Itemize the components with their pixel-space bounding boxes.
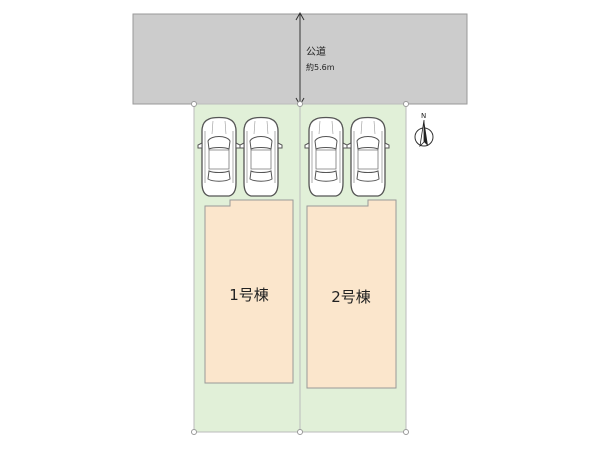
road-label: 公道 (306, 45, 326, 58)
building-2-label: 2号棟 (331, 288, 371, 306)
north-label: N (421, 112, 426, 120)
road-width-text: 約5.6m (306, 62, 335, 72)
car-icon (239, 116, 283, 197)
boundary-markers (191, 101, 409, 435)
car-icon (304, 116, 348, 197)
building-2 (306, 199, 397, 389)
car-icon (346, 116, 390, 197)
north-compass-icon: N (414, 112, 434, 148)
car-icon (197, 116, 241, 197)
building-1 (204, 199, 294, 384)
building-1-label: 1号棟 (229, 286, 269, 304)
